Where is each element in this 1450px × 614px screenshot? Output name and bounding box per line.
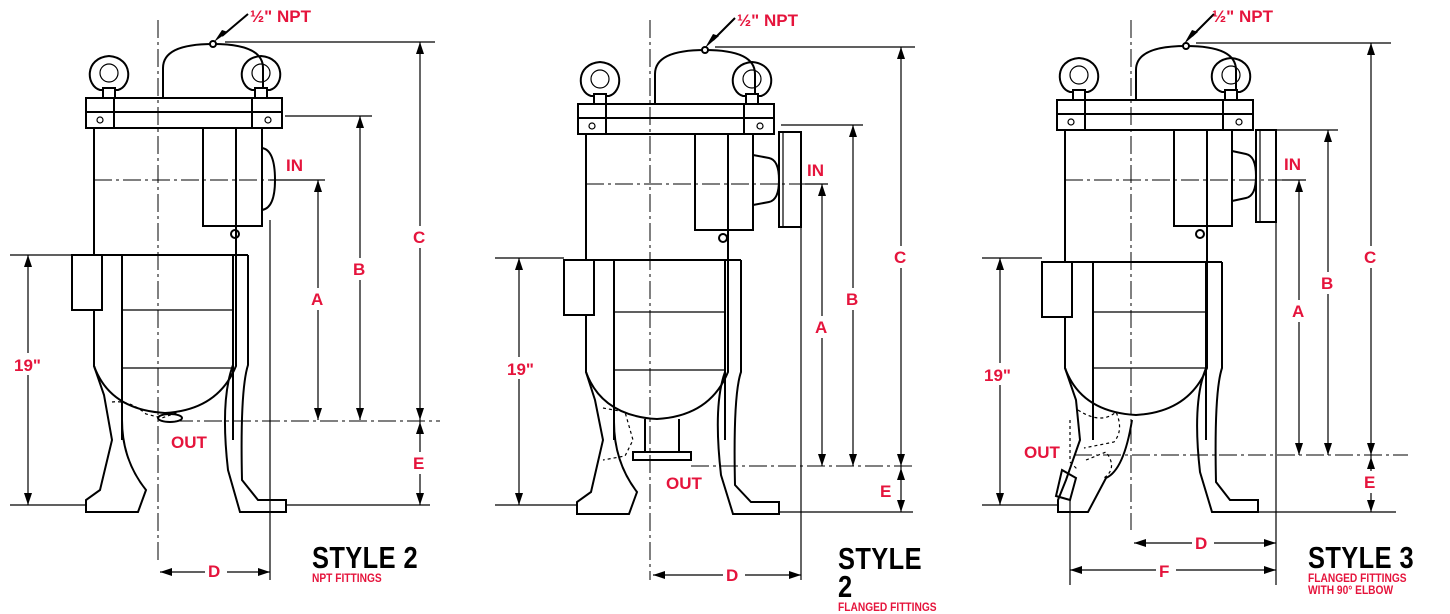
inlet-label: IN <box>807 161 824 180</box>
eye-bolt-right <box>240 54 282 99</box>
filter-housing <box>563 20 913 580</box>
style-caption: STYLE 2 FLANGED FITTINGS <box>838 541 963 614</box>
dimension-b-label: B <box>846 290 858 309</box>
height-19-label: 19" <box>507 360 534 379</box>
dimension-c-label: C <box>1364 248 1376 267</box>
height-19-label: 19" <box>984 366 1011 385</box>
npt-label: ½" NPT <box>1212 7 1274 26</box>
filter-housing-drawing: ½" NPT IN OUT A B C D E 19" <box>10 7 440 582</box>
eye-bolt-left <box>88 54 130 99</box>
dimension-d-label: D <box>726 566 738 585</box>
dimension-b-label: B <box>1321 274 1333 293</box>
dimension-b-label: B <box>353 260 365 279</box>
style-caption: STYLE 3 FLANGED FITTINGS WITH 90° ELBOW <box>1308 540 1437 597</box>
diagram-style-3-flanged-elbow: ½" NPT IN OUT A B C D E F 19" STYLE 3 FL… <box>966 0 1446 612</box>
eye-bolt-left <box>1058 56 1100 101</box>
style-title: STYLE 2 <box>838 541 922 604</box>
eye-bolt-right <box>731 60 773 105</box>
dimension-d-label: D <box>208 562 220 581</box>
filter-housing-drawing: ½" NPT IN OUT A B C D E 19" <box>495 11 915 586</box>
npt-label: ½" NPT <box>250 7 312 26</box>
style-caption: STYLE 2 NPT FITTINGS <box>312 540 441 585</box>
npt-label: ½" NPT <box>737 11 799 30</box>
style-subtitle: FLANGED FITTINGS <box>838 600 937 614</box>
height-19-label: 19" <box>14 356 41 375</box>
outlet-label: OUT <box>666 474 703 493</box>
style-subtitle-line-2: WITH 90° ELBOW <box>1308 583 1394 597</box>
dimension-f-label: F <box>1159 562 1169 581</box>
diagram-style-2-npt: ½" NPT IN OUT A B C D E 19" STYLE 2 NPT … <box>0 0 480 612</box>
dimension-e-label: E <box>1364 473 1375 492</box>
dimension-a-label: A <box>311 290 323 309</box>
filter-housing <box>1041 20 1408 530</box>
outlet-label: OUT <box>1024 443 1061 462</box>
style-subtitle-line-1: FLANGED FITTINGS <box>1308 571 1407 585</box>
style-subtitle: NPT FITTINGS <box>312 571 382 585</box>
filter-housing <box>71 20 440 560</box>
dimension-c-label: C <box>413 228 425 247</box>
outlet-label: OUT <box>171 433 208 452</box>
style-title: STYLE 2 <box>312 540 418 575</box>
dimension-d-label: D <box>1195 534 1207 553</box>
dimension-a-label: A <box>1292 302 1304 321</box>
eye-bolt-right <box>1210 56 1252 101</box>
dimension-e-label: E <box>413 454 424 473</box>
style-title: STYLE 3 <box>1308 540 1414 575</box>
inlet-label: IN <box>1284 155 1301 174</box>
dimension-e-label: E <box>880 482 891 501</box>
diagram-style-2-flanged: ½" NPT IN OUT A B C D E 19" STYLE 2 FLAN… <box>483 0 963 614</box>
dimension-a-label: A <box>815 318 827 337</box>
eye-bolt-left <box>579 60 621 105</box>
dimension-c-label: C <box>894 248 906 267</box>
filter-housing-drawing: ½" NPT IN OUT A B C D E F 19" <box>982 7 1408 585</box>
inlet-label: IN <box>286 156 303 175</box>
